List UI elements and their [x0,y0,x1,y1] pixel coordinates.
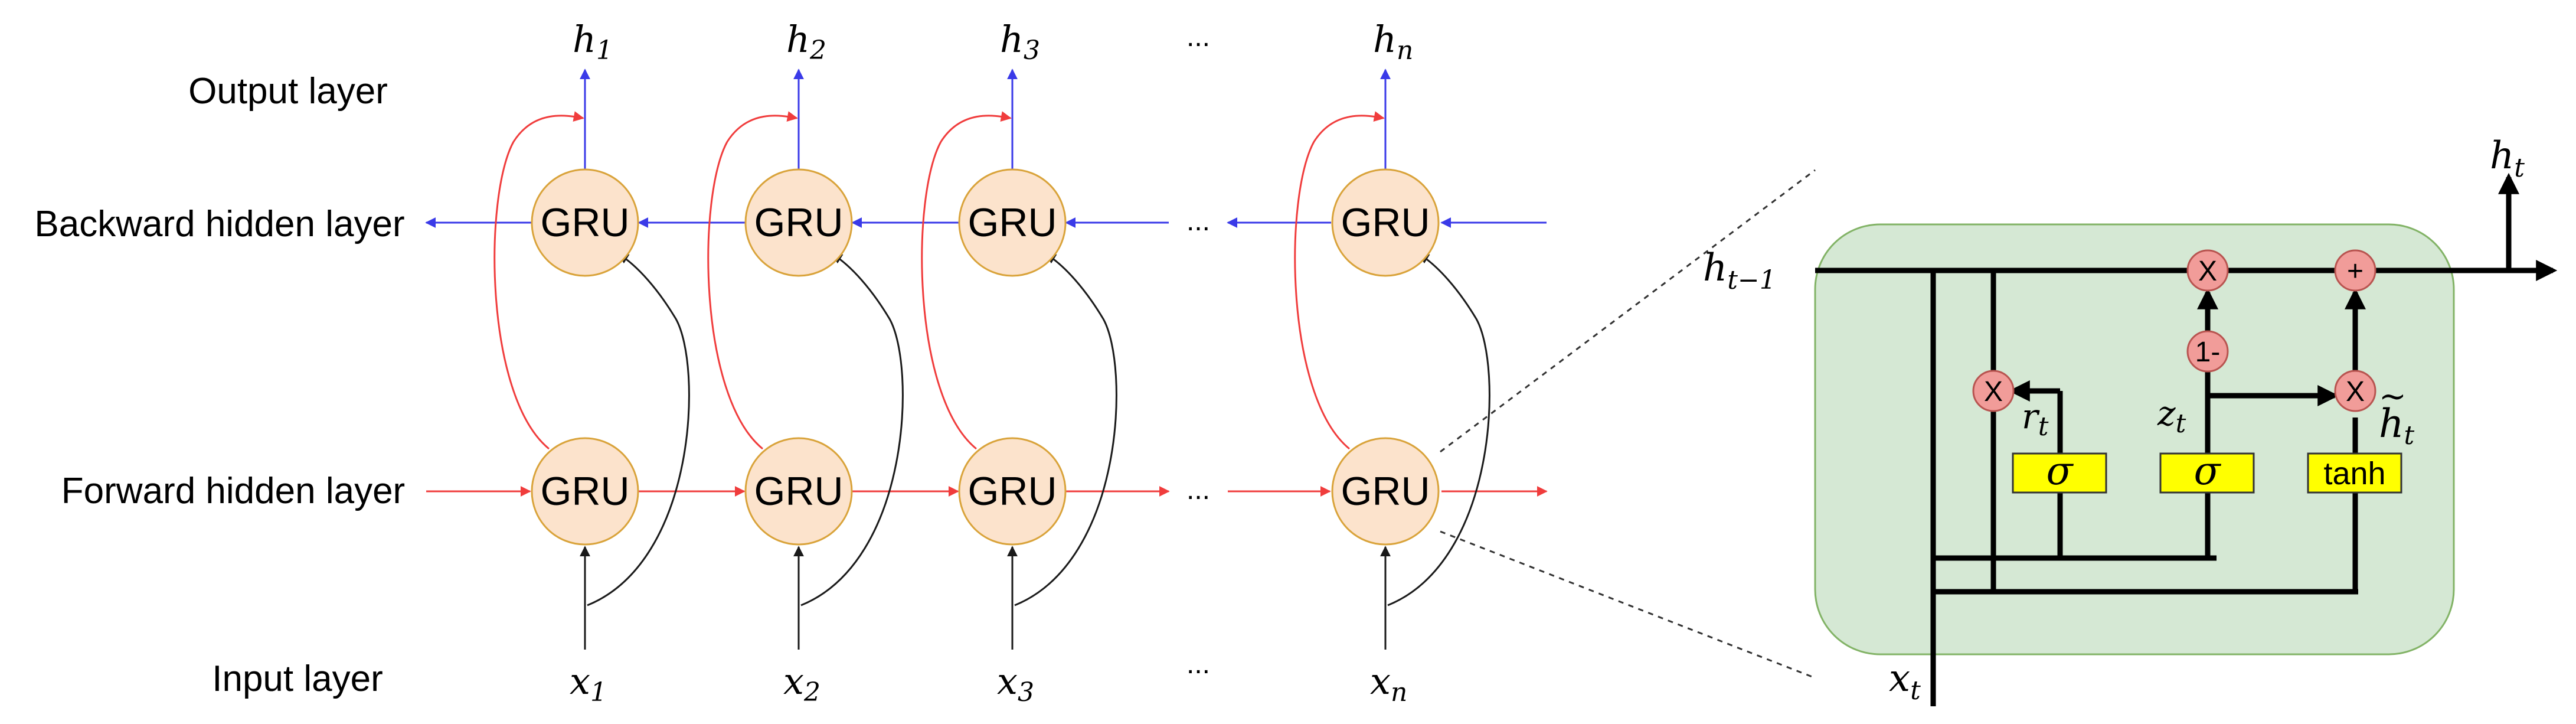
gru-forward-2-label: GRU [754,469,843,514]
x-label-2: x2 [783,660,820,707]
skip-arrow-n [1294,111,1385,450]
skip-arrow-2 [707,111,798,450]
gru-backward-3 [958,168,1067,277]
candidate-multiply-op [2334,370,2376,412]
skip-arrow-1 [493,111,584,450]
input-layer-label: Input layer [212,658,383,699]
gru-cell-detail: X X 1- + X σ σ tanh ht−1 ht xt rt zt ~ h… [1703,134,2558,706]
x-in-label: xt [1889,657,1921,706]
column-n: GRU GRU hn xn [1294,18,1490,707]
plus-op-label: + [2347,256,2363,287]
gru-forward-3-label: GRU [967,469,1057,514]
ellipsis-forward: ... [1186,474,1210,506]
output-layer-label: Output layer [188,71,388,112]
gru-forward-1-label: GRU [540,469,629,514]
gru-backward-2 [744,168,853,277]
gru-forward-3 [958,437,1067,546]
gru-forward-2 [744,437,853,546]
gru-forward-n [1331,437,1440,546]
gru-backward-3-label: GRU [967,200,1057,245]
h-out-label: ht [2490,134,2525,183]
tanh-gate-label: tanh [2323,456,2385,491]
column-1: GRU GRU h1 x1 [493,18,690,707]
column-3: GRU GRU h3 x3 [921,18,1117,707]
z-label: zt [2157,393,2186,439]
input-to-backward-arrow-3 [1014,253,1117,606]
input-to-backward-arrow-1 [587,253,690,606]
update-multiply-op [2186,249,2229,292]
gru-backward-1 [531,168,639,277]
backward-layer-label: Backward hidden layer [34,204,404,244]
candidate-multiply-op-label: X [2346,376,2365,407]
reset-multiply-op-label: X [1984,376,2003,407]
gru-forward-1 [531,437,639,546]
input-to-backward-arrow-n [1387,253,1490,606]
tanh-gate [2307,452,2402,494]
zoom-line-bottom [1440,530,1816,679]
gru-backward-n [1331,168,1440,277]
reset-sigma-gate-label: σ [2046,448,2074,494]
ellipsis-output: ... [1186,21,1210,53]
gru-forward-n-label: GRU [1341,469,1430,514]
forward-layer-label: Forward hidden layer [61,471,405,511]
h-label-1: h1 [573,18,613,66]
plus-op [2334,249,2376,292]
x-label-1: x1 [570,660,607,707]
gru-backward-2-label: GRU [754,200,843,245]
gru-backward-1-label: GRU [540,200,629,245]
h-tilde-label: ht [2379,401,2415,451]
gru-cell-background [1814,223,2455,655]
gru-backward-n-label: GRU [1341,200,1430,245]
column-2: GRU GRU h2 x2 [707,18,904,707]
reset-multiply-op [1972,370,2015,412]
skip-arrow-3 [921,111,1012,450]
r-label: rt [2022,396,2049,442]
h-tilde-mark: ~ [2379,377,2407,416]
update-sigma-gate [2159,452,2255,494]
x-label-n: xn [1370,660,1407,707]
update-sigma-gate-label: σ [2193,448,2221,494]
zoom-line-top [1440,169,1816,453]
one-minus-op [2186,330,2229,373]
x-label-3: x3 [997,660,1034,707]
h-label-2: h2 [786,18,826,66]
h-label-3: h3 [1000,18,1040,66]
h-label-n: hn [1373,18,1413,66]
update-multiply-op-label: X [2198,256,2217,287]
h-prev-label: ht−1 [1703,246,1776,295]
input-to-backward-arrow-2 [800,253,904,606]
ellipsis-backward: ... [1186,206,1210,237]
one-minus-op-label: 1- [2195,337,2221,368]
reset-sigma-gate [2012,452,2107,494]
ellipsis-input: ... [1186,648,1210,680]
ellipsis-column: ... ... ... ... [1186,21,1210,680]
